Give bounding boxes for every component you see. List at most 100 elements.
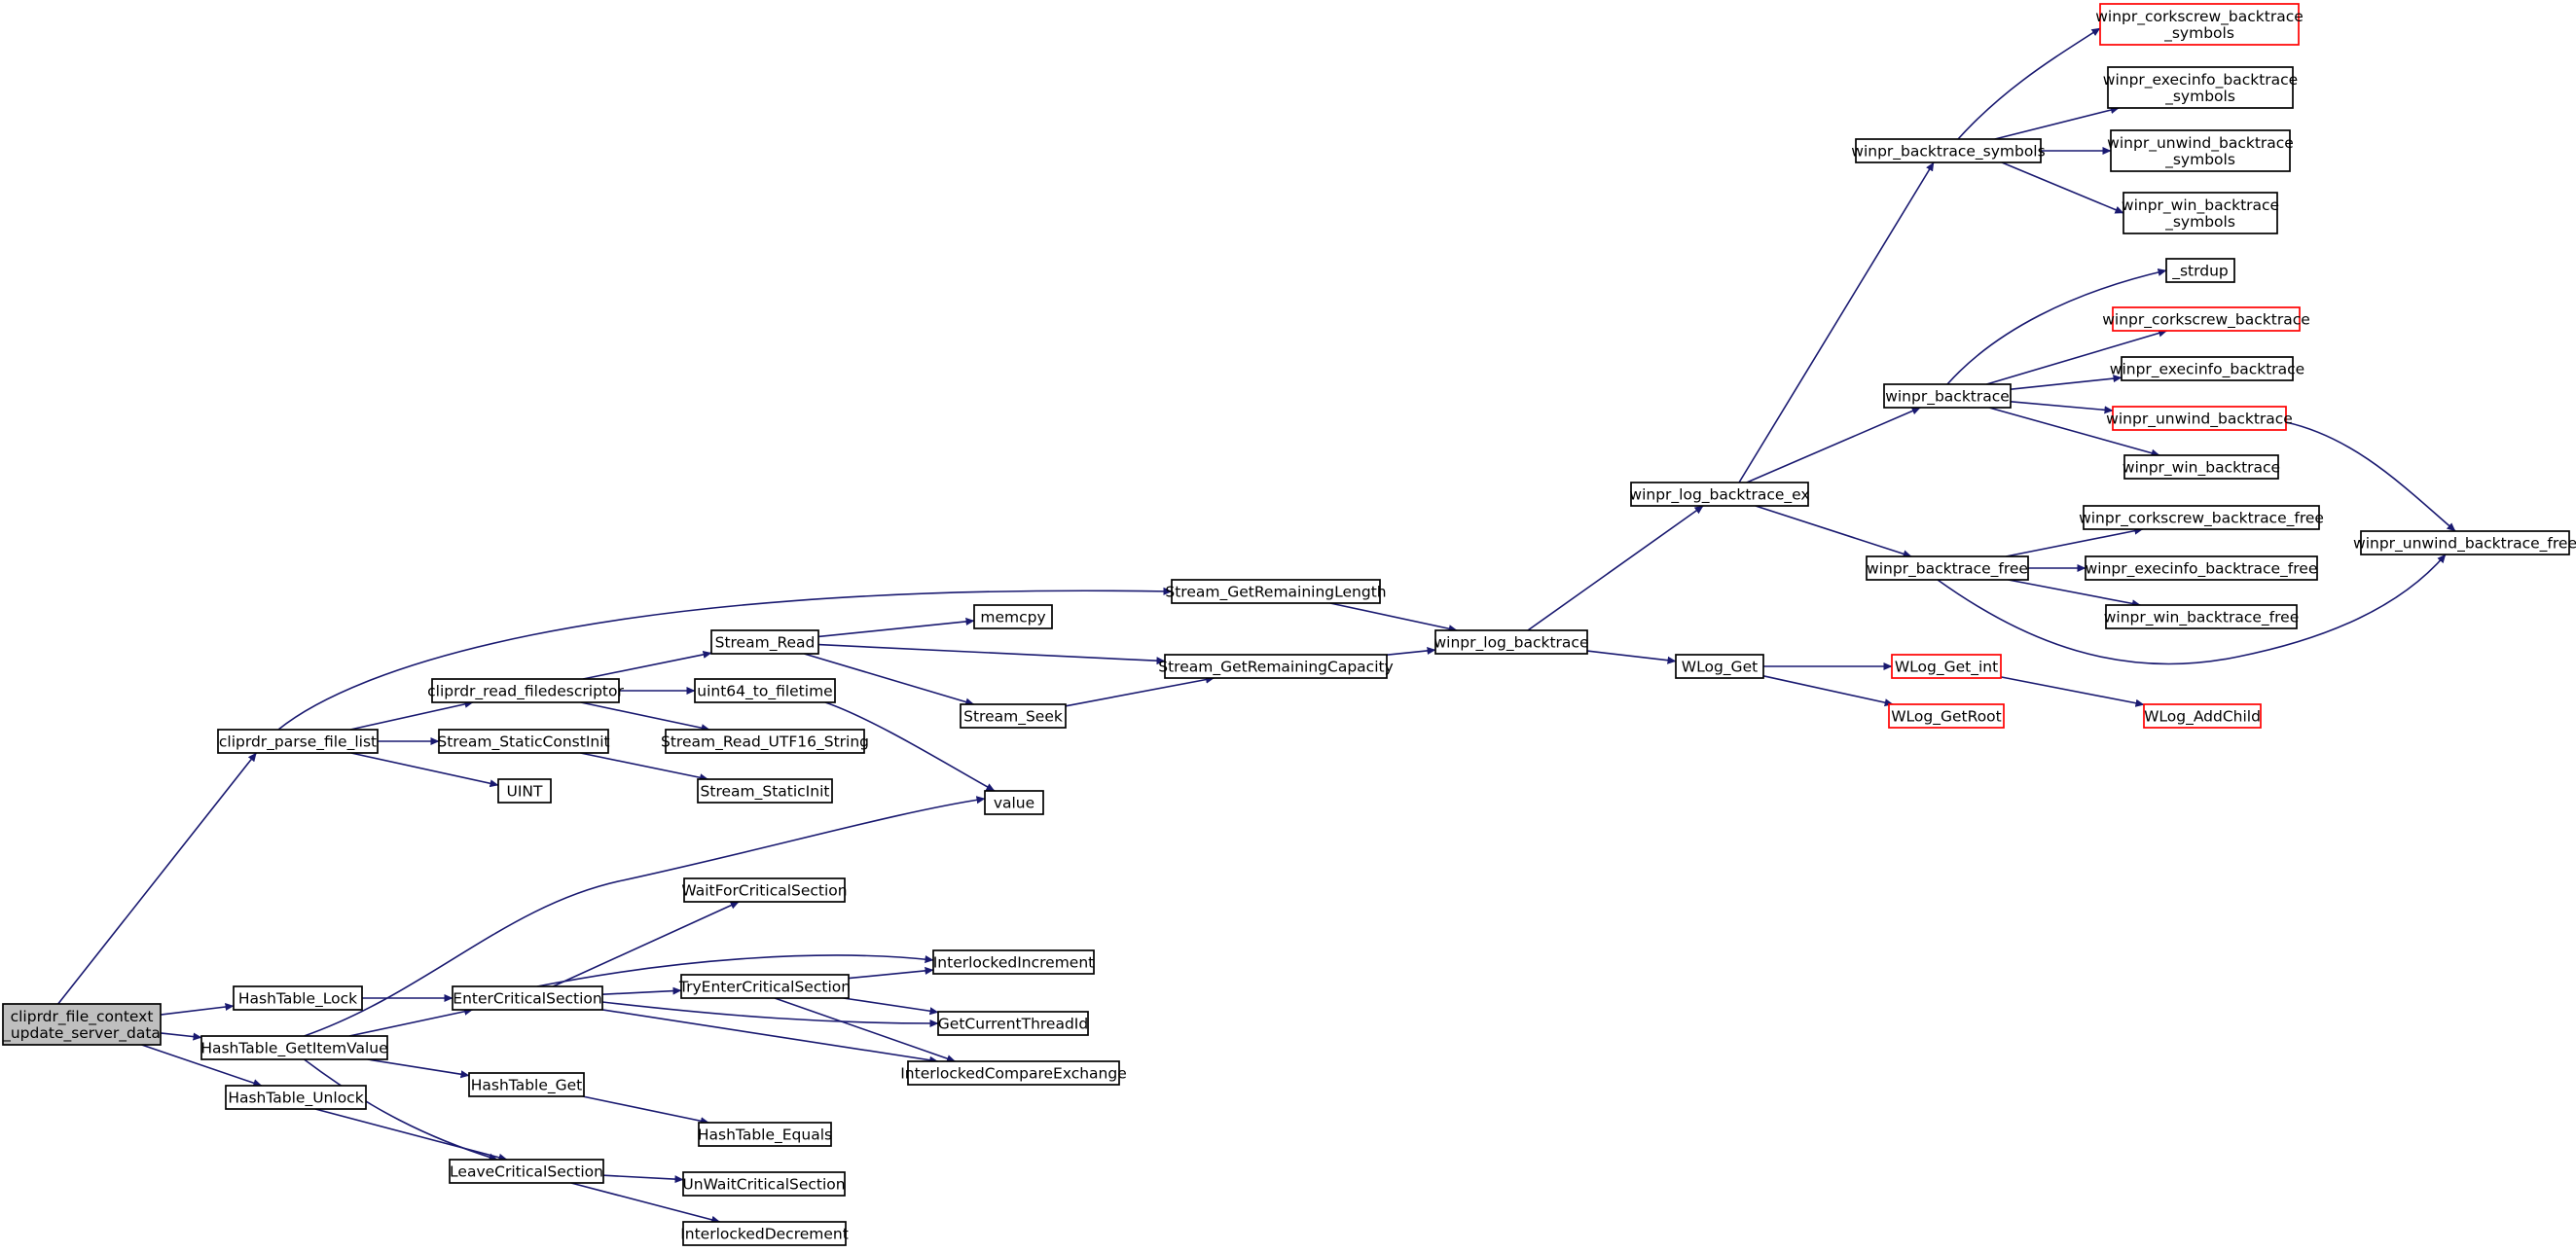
node-label: winpr_execinfo_backtrace [2110,361,2304,379]
node-winfree[interactable]: winpr_win_backtrace_free [2104,604,2299,629]
edge-htgetitem-to-entercs [348,1007,474,1037]
node-btfree[interactable]: winpr_backtrace_free [1866,555,2029,581]
node-label: winpr_backtrace_free [1867,560,2028,579]
node-label: LeaveCriticalSection [450,1163,603,1181]
node-corkscrewbt[interactable]: winpr_corkscrew_backtrace [2102,306,2310,332]
edge-htgetitem-to-leavecs [304,1058,498,1162]
edge-logbt-to-wlogget [1586,650,1677,664]
node-execinfosym[interactable]: winpr_execinfo_backtrace_symbols [2103,66,2298,109]
node-readutf16[interactable]: Stream_Read_UTF16_String [661,729,869,754]
node-readfd[interactable]: cliprdr_read_filedescriptor [427,678,624,703]
edge-btsymbols-to-winsym [2001,161,2124,214]
node-leavecs[interactable]: LeaveCriticalSection [449,1159,604,1184]
node-seek[interactable]: Stream_Seek [960,703,1067,729]
edge-tryenter-to-cmpxchg [774,997,956,1062]
node-staticinit[interactable]: Stream_StaticInit [697,778,833,804]
node-decrement[interactable]: InterlockedDecrement [680,1221,849,1246]
node-label: WaitForCriticalSection [681,882,847,900]
node-label: InterlockedIncrement [933,954,1095,972]
node-htunlock[interactable]: HashTable_Unlock [225,1085,367,1110]
node-root[interactable]: cliprdr_file_context_update_server_data [2,1003,162,1046]
node-wlogget[interactable]: WLog_Get [1675,654,1764,679]
node-corkscrewfree[interactable]: winpr_corkscrew_backtrace_free [2079,505,2324,530]
node-winsym[interactable]: winpr_win_backtrace_symbols [2122,192,2279,234]
node-label: HashTable_Equals [698,1127,832,1145]
edge-parse-to-uint [350,752,499,788]
node-strdup[interactable]: _strdup [2165,258,2235,283]
node-box [1891,654,2002,679]
node-uint[interactable]: UINT [497,778,552,804]
node-btsymbols[interactable]: winpr_backtrace_symbols [1851,138,2046,163]
node-winbt[interactable]: winpr_win_backtrace [2122,454,2280,480]
node-unwindfree[interactable]: winpr_unwind_backtrace_free [2353,530,2576,555]
node-label: HashTable_GetItemValue [200,1040,387,1058]
edge-bt-to-execinfobt [2010,375,2122,390]
node-label: UINT [507,783,544,801]
node-label: winpr_unwind_backtrace [2107,134,2294,153]
edge-leavecs-to-decrement [570,1182,721,1224]
node-remcap[interactable]: Stream_GetRemainingCapacity [1158,654,1394,679]
edge-unwindbt-to-unwindfree [2285,421,2456,532]
edge-bt-to-corkscrewbt [1986,329,2168,385]
node-unwaitcs[interactable]: UnWaitCriticalSection [682,1171,846,1197]
node-streamread[interactable]: Stream_Read [710,629,819,655]
edge-readfd-to-streamread [582,650,712,680]
node-box [468,1072,585,1097]
node-box [984,790,1044,815]
node-waitcs[interactable]: WaitForCriticalSection [681,877,848,903]
node-unwindsym[interactable]: winpr_unwind_backtrace_symbols [2107,129,2294,172]
node-label: WLog_AddChild [2144,708,2261,727]
node-box [2360,530,2570,555]
node-box [2105,604,2298,629]
node-box [973,604,1053,629]
node-box [698,1122,832,1147]
node-box [2110,129,2291,172]
node-box [200,1035,388,1060]
node-box [710,629,819,655]
node-label: cliprdr_parse_file_list [219,733,377,752]
edge-u64-to-value [824,701,996,792]
node-execinfobt[interactable]: winpr_execinfo_backtrace [2110,356,2304,381]
node-getroot[interactable]: WLog_GetRoot [1888,703,2005,729]
edge-leavecs-to-unwaitcs [602,1174,684,1184]
node-box [1866,555,2029,581]
node-tryenter[interactable]: TryEnterCriticalSection [678,974,851,999]
node-label: winpr_corkscrew_backtrace [2102,311,2310,330]
node-htget[interactable]: HashTable_Get [468,1072,585,1097]
node-label: GetCurrentThreadId [938,1016,1088,1033]
node-threadid[interactable]: GetCurrentThreadId [937,1011,1089,1036]
node-addchild[interactable]: WLog_AddChild [2143,703,2262,729]
node-box [1630,482,1809,507]
node-increment[interactable]: InterlockedIncrement [932,949,1095,975]
node-logbtex[interactable]: winpr_log_backtrace_ex [1629,482,1810,507]
node-htgetitem[interactable]: HashTable_GetItemValue [200,1035,388,1060]
node-entercs[interactable]: EnterCriticalSection [452,985,603,1011]
edge-streamread-to-remcap [817,643,1166,665]
node-htlock[interactable]: HashTable_Lock [233,985,363,1011]
node-htequals[interactable]: HashTable_Equals [698,1122,832,1147]
edge-tryenter-to-increment [848,966,934,980]
node-box [233,985,363,1011]
edge-root-to-htunlock [141,1044,263,1088]
node-unwindbt[interactable]: winpr_unwind_backtrace [2106,406,2293,431]
node-logbt[interactable]: winpr_log_backtrace [1434,629,1589,655]
node-box [2143,703,2262,729]
node-bt[interactable]: winpr_backtrace [1883,383,2012,409]
node-corkscrewsym[interactable]: winpr_corkscrew_backtrace_symbols [2095,3,2304,46]
node-parse[interactable]: cliprdr_parse_file_list [217,729,379,754]
node-staticconst[interactable]: Stream_StaticConstInit [437,729,610,754]
node-execinfofree[interactable]: winpr_execinfo_backtrace_free [2085,555,2318,581]
node-value[interactable]: value [984,790,1044,815]
node-box [694,678,836,703]
node-remlen[interactable]: Stream_GetRemainingLength [1165,579,1387,604]
node-box [438,729,609,754]
node-getint[interactable]: WLog_Get_int [1891,654,2002,679]
edge-logbtex-to-bt [1746,407,1921,483]
node-cmpxchg[interactable]: InterlockedCompareExchange [900,1060,1127,1086]
node-label: value [994,795,1034,812]
node-label: winpr_execinfo_backtrace [2103,71,2298,89]
node-label: WLog_Get [1682,659,1758,677]
node-memcpy[interactable]: memcpy [973,604,1053,629]
node-label: cliprdr_read_filedescriptor [427,683,624,701]
node-u64[interactable]: uint64_to_filetime [694,678,836,703]
